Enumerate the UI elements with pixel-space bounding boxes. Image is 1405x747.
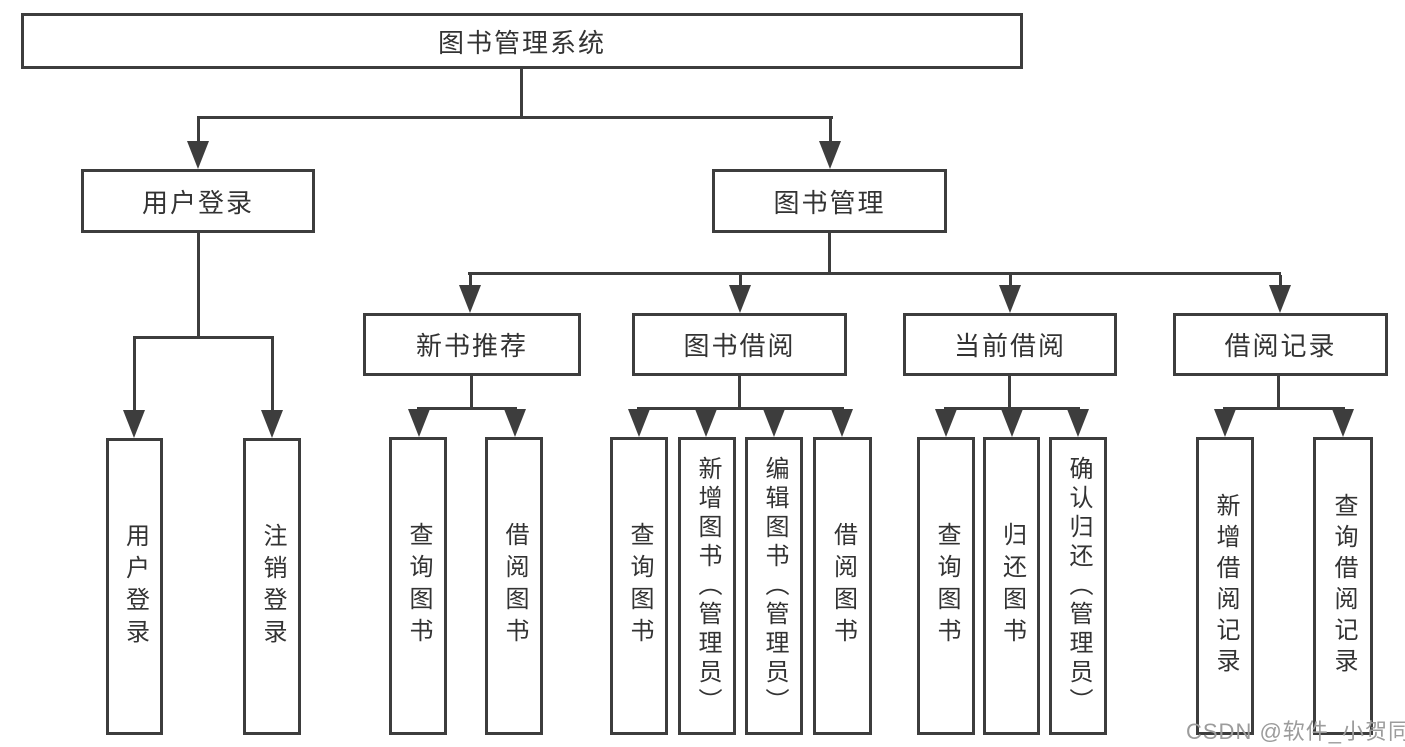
node-system-root-label: 图书管理系统 [437,27,606,58]
leaf-add-borrow-record: 新增借阅记录 [1196,437,1254,735]
node-user-login-label: 用户登录 [141,187,254,218]
connector-line [1223,407,1345,410]
connector-line [739,275,742,287]
leaf-query-borrow-record: 查询借阅记录 [1313,437,1373,735]
arrow-down-icon [1269,285,1291,313]
arrow-down-icon [1332,409,1354,437]
arrow-down-icon [1001,409,1023,437]
arrow-down-icon [819,141,841,169]
connector-line [1277,376,1280,408]
leaf-add-books-admin-label: 新增图书（管理员） [694,455,721,717]
connector-line [1009,275,1012,287]
node-book-management-label: 图书管理 [773,187,886,218]
leaf-user-login: 用户登录 [106,438,163,735]
leaf-user-login-label: 用户登录 [121,522,149,651]
connector-line [417,407,517,410]
connector-line [738,376,741,408]
node-borrowing-records-label: 借阅记录 [1224,331,1337,361]
arrow-down-icon [628,409,650,437]
leaf-edit-books-admin-label: 编辑图书（管理员） [761,455,788,717]
leaf-borrow-books-borrowing-label: 借阅图书 [829,522,857,650]
connector-line [197,117,200,143]
node-book-borrowing-label: 图书借阅 [683,331,796,361]
connector-line [828,233,831,273]
connector-line [133,336,274,339]
arrow-down-icon [763,409,785,437]
arrow-down-icon [459,285,481,313]
arrow-down-icon [1067,409,1089,437]
leaf-confirm-return-admin-label: 确认归还（管理员） [1065,455,1092,717]
leaf-confirm-return-admin: 确认归还（管理员） [1049,437,1107,735]
node-borrowing-records: 借阅记录 [1173,313,1388,376]
connector-line [829,117,832,143]
leaf-add-borrow-record-label: 新增借阅记录 [1212,493,1239,679]
arrow-down-icon [123,410,145,438]
connector-line [1008,376,1011,408]
leaf-query-books-borrowing-label: 查询图书 [626,522,653,650]
leaf-logout: 注销登录 [243,438,301,735]
node-new-book-recommend: 新书推荐 [363,313,581,376]
connector-line [470,376,473,408]
connector-line [520,69,523,117]
node-current-borrowing-label: 当前借阅 [953,331,1066,361]
connector-line [944,407,1080,410]
arrow-down-icon [408,409,430,437]
watermark: CSDN @软件_小贺同学 [1186,719,1405,744]
leaf-query-books-current-label: 查询图书 [933,522,960,650]
connector-line [133,337,136,411]
arrow-down-icon [1214,409,1236,437]
leaf-query-borrow-record-label: 查询借阅记录 [1330,493,1357,679]
arrow-down-icon [999,285,1021,313]
node-user-login: 用户登录 [81,169,315,233]
connector-line [469,275,472,287]
connector-line [271,337,274,411]
node-system-root: 图书管理系统 [21,13,1023,69]
node-book-borrowing: 图书借阅 [632,313,847,376]
arrow-down-icon [187,141,209,169]
connector-line [468,272,1281,275]
arrow-down-icon [935,409,957,437]
connector-line [197,233,200,337]
leaf-return-books: 归还图书 [983,437,1040,735]
leaf-query-books-recommend-label: 查询图书 [405,522,432,650]
connector-line [197,116,833,119]
leaf-return-books-label: 归还图书 [998,522,1026,650]
arrow-down-icon [729,285,751,313]
node-new-book-recommend-label: 新书推荐 [415,331,528,361]
arrow-down-icon [504,409,526,437]
leaf-borrow-books-recommend: 借阅图书 [485,437,543,735]
arrow-down-icon [831,409,853,437]
connector-line [637,407,844,410]
leaf-query-books-recommend: 查询图书 [389,437,447,735]
leaf-add-books-admin: 新增图书（管理员） [678,437,736,735]
leaf-logout-label: 注销登录 [259,522,286,651]
arrow-down-icon [695,409,717,437]
arrow-down-icon [261,410,283,438]
leaf-edit-books-admin: 编辑图书（管理员） [745,437,803,735]
leaf-borrow-books-recommend-label: 借阅图书 [501,522,528,650]
node-current-borrowing: 当前借阅 [903,313,1117,376]
leaf-borrow-books-borrowing: 借阅图书 [813,437,872,735]
connector-line [1279,275,1282,287]
leaf-query-books-current: 查询图书 [917,437,975,735]
node-book-management: 图书管理 [712,169,947,233]
leaf-query-books-borrowing: 查询图书 [610,437,668,735]
